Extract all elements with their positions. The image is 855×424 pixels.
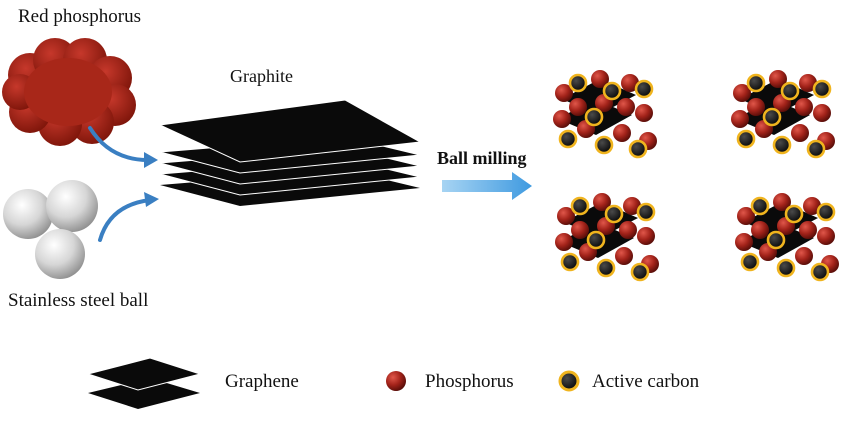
stainless-steel-ball-label: Stainless steel ball: [8, 290, 149, 311]
active-carbon-legend-icon: [558, 370, 580, 392]
steel-ball-icon: [3, 180, 98, 279]
legend-graphene-label: Graphene: [225, 371, 299, 392]
phosphorus-legend-icon: [386, 371, 406, 391]
graphite-stack-icon: [158, 99, 422, 206]
composite-cluster-4: [735, 193, 839, 280]
composite-cluster-1: [553, 70, 657, 157]
ball-milling-label: Ball milling: [437, 148, 527, 168]
red-phosphorus-cluster-icon: [2, 38, 136, 146]
graphite-label: Graphite: [230, 66, 293, 86]
curved-arrow-icon: [88, 126, 152, 242]
graphene-legend-icon: [86, 357, 202, 409]
composite-cluster-3: [555, 193, 659, 280]
legend-phosphorus-label: Phosphorus: [425, 371, 514, 392]
right-arrow-icon: [442, 172, 532, 200]
red-phosphorus-label: Red phosphorus: [18, 6, 141, 27]
legend-active-carbon-label: Active carbon: [592, 371, 700, 392]
curved-arrow-head-icon: [144, 152, 159, 207]
composite-cluster-2: [731, 70, 835, 157]
